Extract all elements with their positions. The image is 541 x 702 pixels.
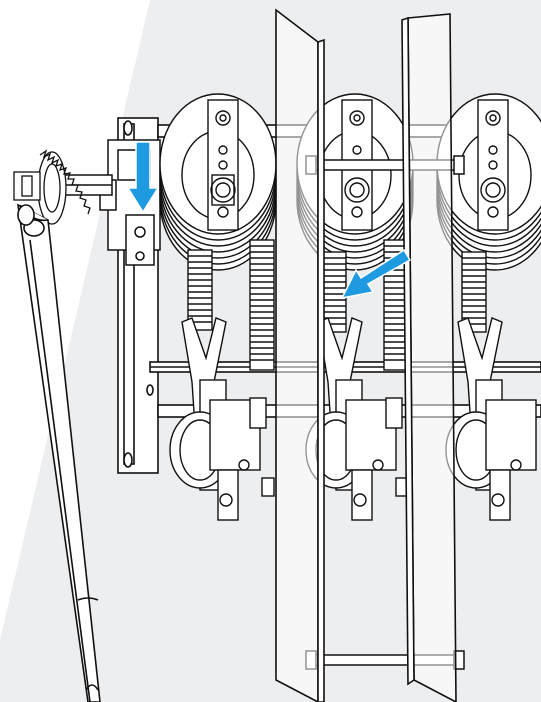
terminal-top-3 (477, 99, 509, 231)
spring-coil-1a (187, 249, 213, 331)
operating-mechanism (99, 139, 161, 266)
contact-arm-1 (169, 317, 275, 521)
insulating-barrier-1 (275, 8, 325, 702)
spring-coil-1b (249, 239, 275, 371)
insulating-barrier-2 (401, 13, 457, 702)
contact-disc-stack-1 (159, 93, 277, 271)
breaker-pole-3 (436, 93, 541, 521)
arrow-down-left-indicator (340, 248, 412, 300)
contact-arm-3 (445, 317, 537, 521)
terminal-top-1 (207, 99, 239, 231)
arrow-down-indicator (126, 141, 160, 214)
breaker-pole-1 (159, 93, 277, 521)
bevel-gear (13, 149, 91, 225)
operating-rod (16, 203, 101, 702)
